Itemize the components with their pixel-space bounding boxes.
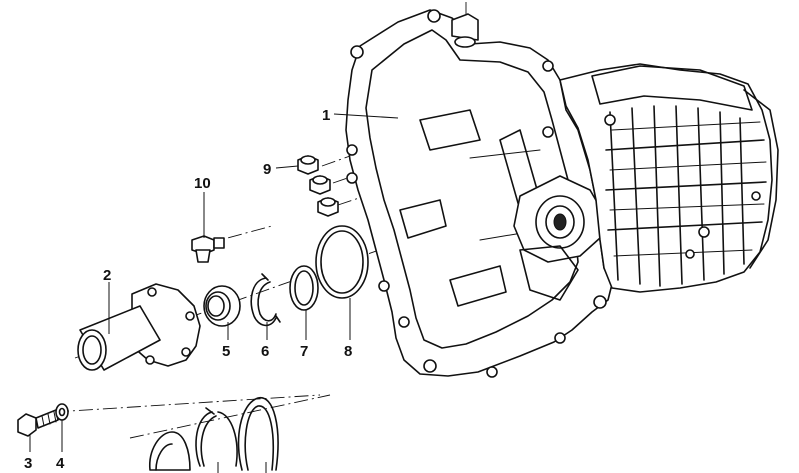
callout-10: 10 [194, 175, 211, 192]
nut-9b [309, 175, 331, 195]
transmission-housing [345, 9, 779, 378]
washer-4 [55, 403, 69, 421]
nut-9a [297, 155, 319, 175]
callout-7: 7 [300, 343, 308, 360]
circlip-6 [250, 273, 281, 327]
callout-5: 5 [222, 343, 230, 360]
ring-7 [289, 265, 319, 311]
callout-9: 9 [263, 161, 271, 178]
nut-9c [317, 197, 339, 217]
screw-plug-10 [191, 235, 225, 263]
callout-1: 1 [322, 107, 330, 124]
case-ribs [605, 105, 767, 287]
leader-lines [29, 113, 399, 473]
guide-sleeve-2 [77, 283, 201, 371]
callout-4: 4 [56, 455, 65, 472]
circlip-lower [195, 407, 238, 467]
gasket-8 [315, 225, 369, 299]
ring-lower [237, 397, 279, 471]
callout-6: 6 [261, 343, 269, 360]
shaft-seal-5 [203, 285, 241, 327]
callout-3: 3 [24, 455, 32, 472]
bolt-3 [17, 409, 59, 437]
callout-8: 8 [344, 343, 352, 360]
callout-2: 2 [103, 267, 111, 284]
seal-lower [149, 431, 191, 471]
